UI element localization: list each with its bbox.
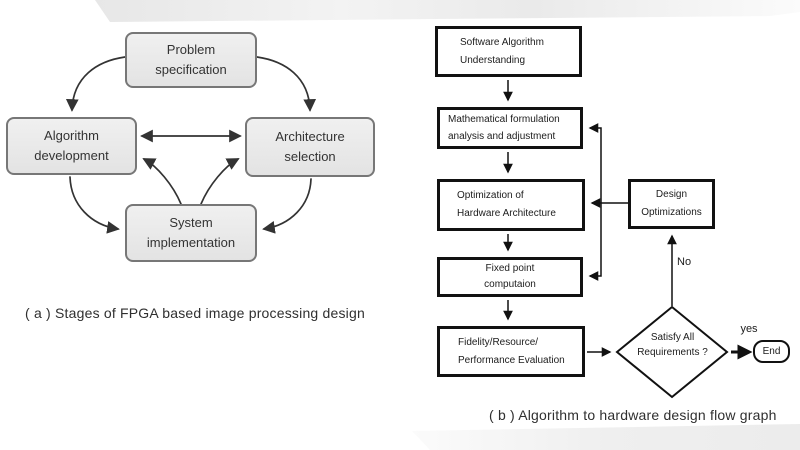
arrow-problem-to-architecture [256, 56, 317, 112]
arrow-problem-to-algorithm [65, 56, 126, 112]
node-algorithm-development: Algorithm development [6, 117, 137, 175]
node-end: End [753, 340, 790, 363]
arrow-system-to-architecture [200, 158, 240, 205]
decision-label: Satisfy All Requirements ? [637, 332, 708, 358]
node-optimization-hardware-architecture: Optimization of Hardware Architecture [437, 179, 585, 231]
arrow-architecture-to-system [262, 178, 312, 234]
node-software-algorithm-understanding: Software Algorithm Understanding [435, 26, 582, 77]
node-design-optimizations: Design Optimizations [628, 179, 715, 229]
arrow-feedback-to-fixedpoint [588, 203, 602, 281]
node-system-implementation: System implementation [125, 204, 257, 262]
background-band-bottom [412, 424, 800, 450]
node-architecture-selection: Architecture selection [245, 117, 375, 177]
caption-a: ( a ) Stages of FPGA based image process… [25, 305, 365, 321]
arrow-algorithm-to-system [69, 176, 120, 234]
caption-b: ( b ) Algorithm to hardware design flow … [489, 407, 777, 423]
edge-label-yes: yes [740, 323, 758, 335]
node-mathematical-formulation: Mathematical formulation analysis and ad… [437, 107, 583, 149]
node-fixed-point-computation: Fixed point computaion [437, 257, 583, 297]
background-band-top [95, 0, 800, 22]
node-problem-specification: Problem specification [125, 32, 257, 88]
node-fidelity-performance-evaluation: Fidelity/Resource/ Performance Evaluatio… [437, 326, 585, 377]
edge-label-no: No [677, 256, 692, 268]
arrow-system-to-algorithm [142, 158, 182, 205]
arrow-feedback-to-math [588, 123, 602, 203]
